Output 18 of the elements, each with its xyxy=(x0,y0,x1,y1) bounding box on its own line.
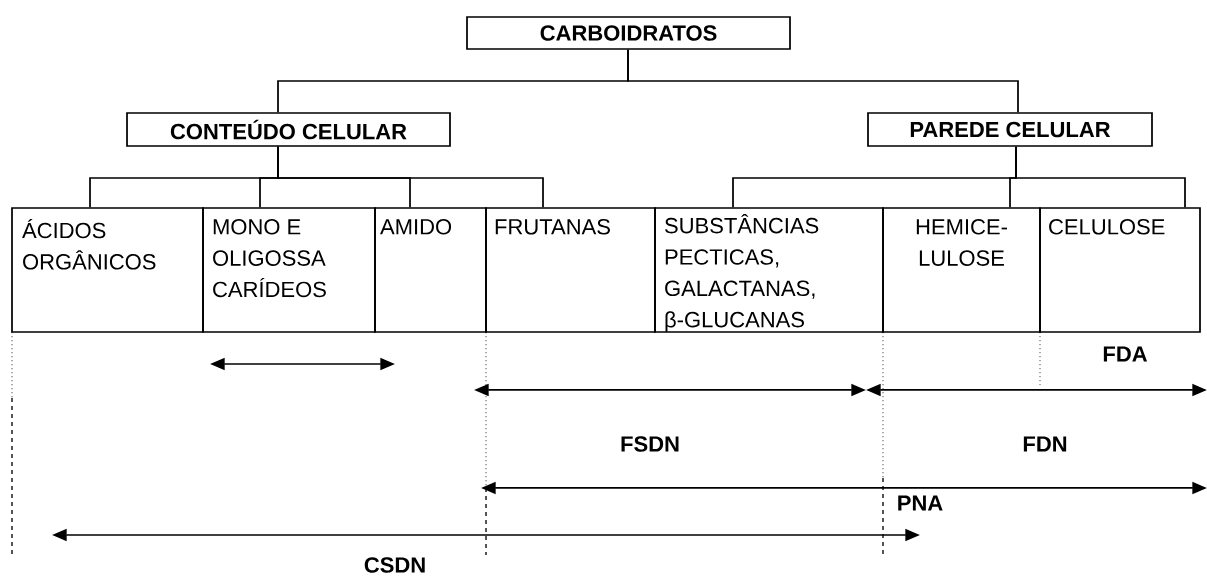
table-cell: HEMICE- LULOSE xyxy=(882,207,1041,333)
table-cell: FRUTANAS xyxy=(485,207,656,333)
category-box: CONTEÚDO CELULAR xyxy=(126,112,451,147)
category-box: PAREDE CELULAR xyxy=(867,112,1153,147)
table-cell: CELULOSE xyxy=(1039,207,1201,333)
table-cell: ÁCIDOS ORGÂNICOS xyxy=(11,207,204,333)
range-label: PNA xyxy=(898,495,943,511)
connector-line xyxy=(277,146,544,208)
range-label: CSDN xyxy=(364,557,425,573)
table-cell: SUBSTÂNCIAS PECTICAS, GALACTANAS, β-GLUCANAS xyxy=(654,207,884,333)
connector-line xyxy=(627,49,1019,113)
connector-line xyxy=(1015,146,1186,208)
range-label: FDA xyxy=(1103,346,1148,362)
category-box: CARBOIDRATOS xyxy=(466,16,791,50)
table-cell: AMIDO xyxy=(374,207,487,333)
table-cell: MONO E OLIGOSSA CARÍDEOS xyxy=(202,207,376,333)
range-label: FDN xyxy=(1023,436,1067,452)
range-label: FSDN xyxy=(621,436,679,452)
